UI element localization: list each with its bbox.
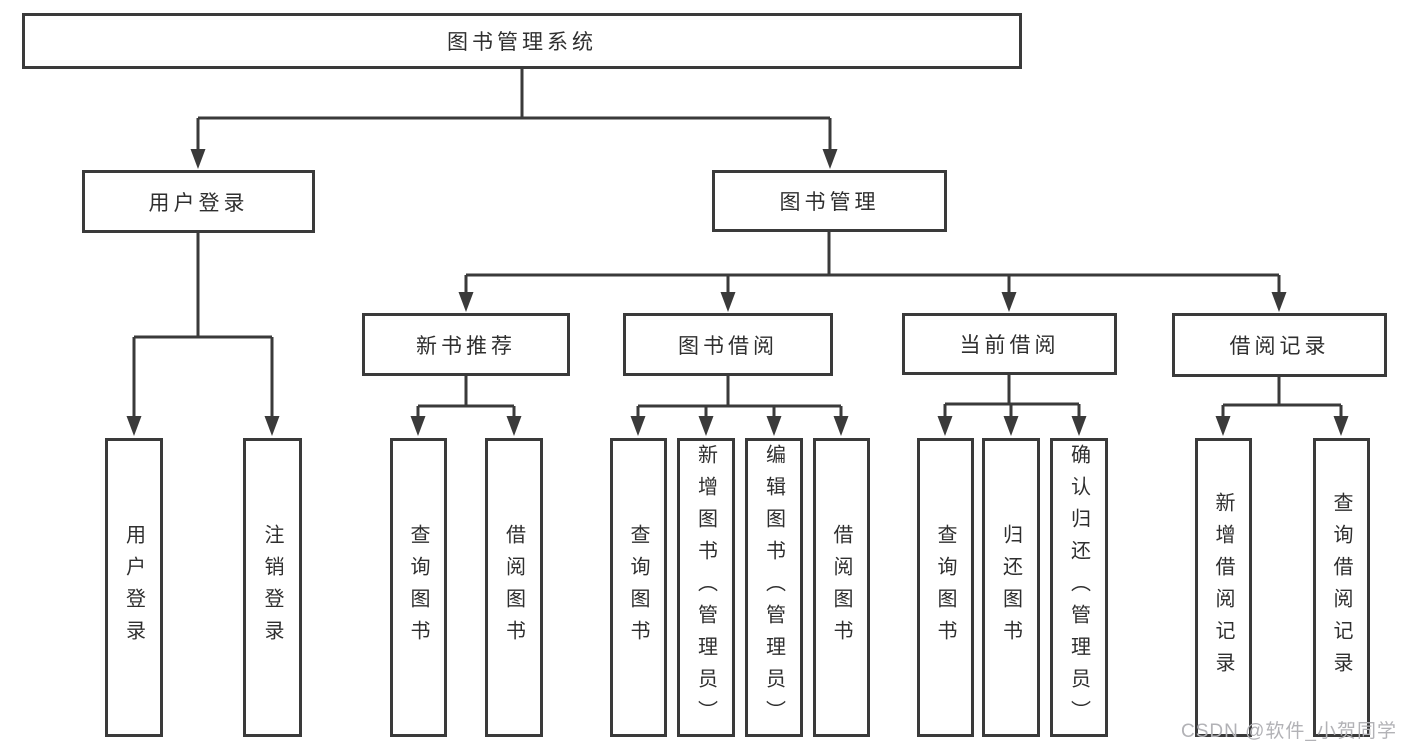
leaf-add-book-admin: 新增图书（管理员） <box>677 438 735 737</box>
edge-borrow-records-to-leaves <box>1215 377 1349 436</box>
node-user-login: 用户登录 <box>82 170 315 233</box>
leaf-borrow-books-recommend: 借阅图书 <box>485 438 543 737</box>
leaf-confirm-return-admin: 确认归还（管理员） <box>1050 438 1108 737</box>
node-current-borrow: 当前借阅 <box>902 313 1117 375</box>
edge-book-borrow-to-leaves <box>630 376 849 436</box>
leaf-add-borrow-record: 新增借阅记录 <box>1195 438 1252 737</box>
edge-book-management-to-level3 <box>458 232 1287 312</box>
watermark: CSDN @软件_小贺同学 <box>1181 721 1397 742</box>
leaf-return-books: 归还图书 <box>982 438 1040 737</box>
leaf-query-books-current: 查询图书 <box>917 438 974 737</box>
node-new-book-recommend: 新书推荐 <box>362 313 570 376</box>
leaf-query-books-borrow: 查询图书 <box>610 438 667 737</box>
leaf-query-books-recommend: 查询图书 <box>390 438 447 737</box>
edge-root-to-level2 <box>190 69 838 169</box>
edge-current-borrow-to-leaves <box>937 375 1087 436</box>
edge-new-book-recommend-to-leaves <box>410 376 522 436</box>
leaf-user-login: 用户登录 <box>105 438 163 737</box>
leaf-borrow-books-borrow: 借阅图书 <box>813 438 870 737</box>
node-book-borrow: 图书借阅 <box>623 313 833 376</box>
node-book-management: 图书管理 <box>712 170 947 232</box>
leaf-query-borrow-record: 查询借阅记录 <box>1313 438 1370 737</box>
leaf-logout: 注销登录 <box>243 438 302 737</box>
node-root: 图书管理系统 <box>22 13 1022 69</box>
node-borrow-records: 借阅记录 <box>1172 313 1387 377</box>
leaf-edit-book-admin: 编辑图书（管理员） <box>745 438 803 737</box>
edge-user-login-to-leaves <box>126 233 280 436</box>
